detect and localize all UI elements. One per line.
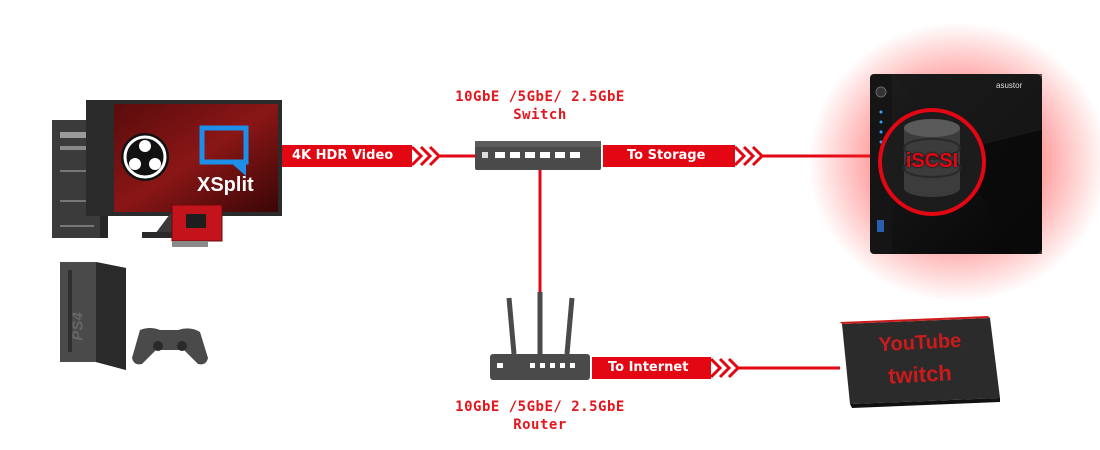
nas-brand-label: asustor <box>996 81 1023 90</box>
switch-label: 10GbE /5GbE/ 2.5GbE Switch <box>420 88 660 124</box>
twitch-label: twitch <box>887 360 953 389</box>
network-switch-icon <box>475 141 601 170</box>
router-name-label: Router <box>513 417 567 433</box>
video-link-tag: 4K HDR Video <box>282 145 412 167</box>
xsplit-logo-icon <box>199 125 249 176</box>
connection-lines <box>440 154 872 370</box>
internet-link-label: To Internet <box>608 360 689 375</box>
database-icon <box>878 108 986 216</box>
router-icon <box>490 292 590 380</box>
xsplit-label: XSplit <box>197 174 254 196</box>
internet-link-tag: To Internet <box>592 357 711 379</box>
storage-link-label: To Storage <box>627 148 706 163</box>
router-label: 10GbE /5GbE/ 2.5GbE Router <box>420 398 660 434</box>
switch-name-label: Switch <box>513 107 567 123</box>
capture-card-icon <box>171 204 223 247</box>
chevron-arrow-icon <box>733 145 765 167</box>
gamepad-icon <box>132 328 208 365</box>
ps4-label: PS4 <box>69 312 87 341</box>
storage-link-tag: To Storage <box>603 145 735 167</box>
streaming-platform-icon <box>840 316 1000 408</box>
obs-logo-icon <box>121 133 169 181</box>
chevron-arrow-icon <box>709 357 741 379</box>
chevron-arrow-icon <box>410 145 442 167</box>
ps4-console-icon <box>60 262 126 370</box>
video-link-label: 4K HDR Video <box>292 148 394 163</box>
router-speed-label: 10GbE /5GbE/ 2.5GbE <box>455 399 625 415</box>
iscsi-label: iSCSI <box>905 150 959 172</box>
switch-speed-label: 10GbE /5GbE/ 2.5GbE <box>455 89 625 105</box>
